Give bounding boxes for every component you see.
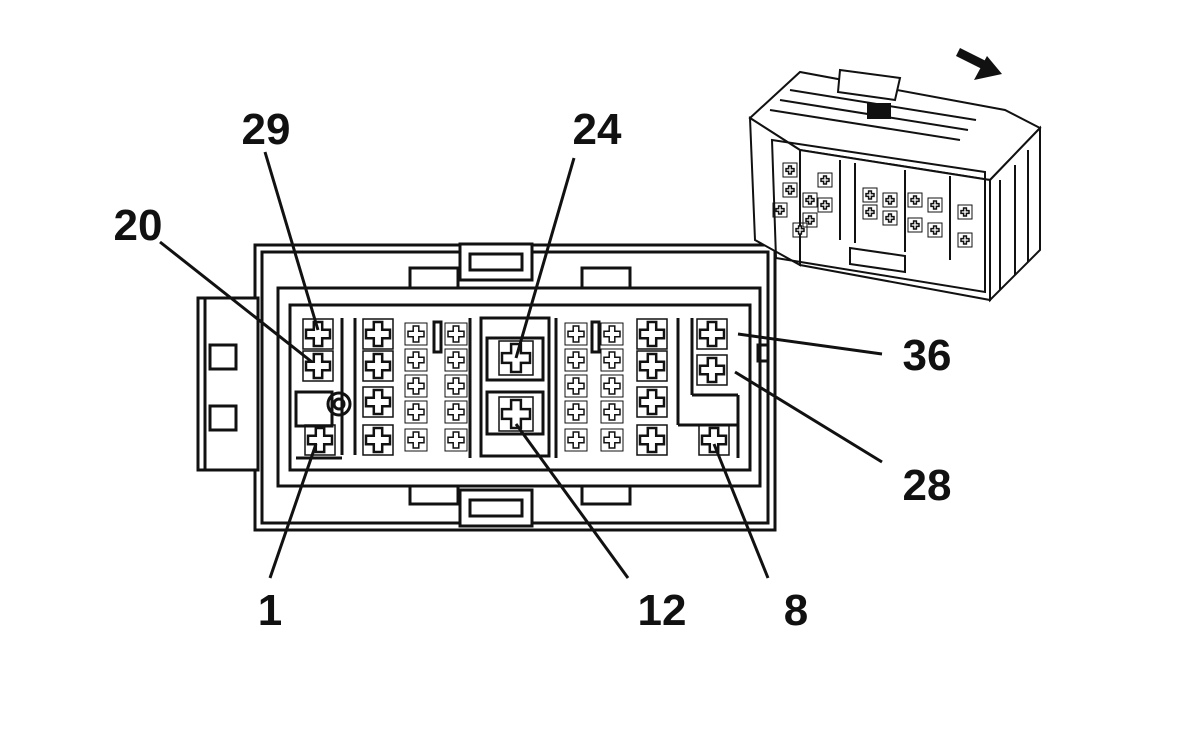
inset-pin-cavity <box>882 192 898 208</box>
pin-cavity <box>444 322 468 346</box>
inset-pin-cavity <box>782 162 798 178</box>
pin-cavity <box>362 424 394 456</box>
inset-pin-cavity <box>862 187 878 203</box>
inset-pin-cavity <box>957 232 973 248</box>
inset-pin-cavity <box>862 204 878 220</box>
inset-pin-cavity <box>927 197 943 213</box>
pin-cavity <box>362 318 394 350</box>
pin-cavity <box>404 400 428 424</box>
pin-cavity <box>600 348 624 372</box>
pin-cavity <box>444 428 468 452</box>
pin-cavity <box>600 400 624 424</box>
pin-cavity <box>600 428 624 452</box>
inset-pin-cavity <box>882 210 898 226</box>
pin-cavity <box>302 318 334 350</box>
pin-cavity <box>636 350 668 382</box>
inset-pin-cavity <box>817 172 833 188</box>
pin-label-20: 20 <box>114 201 163 250</box>
pin-cavity <box>362 350 394 382</box>
pin-cavity <box>404 322 428 346</box>
inset-pin-cavity <box>817 197 833 213</box>
pin-cavity <box>444 400 468 424</box>
pin-cavity <box>636 318 668 350</box>
pin-cavity <box>404 348 428 372</box>
pin-cavity <box>696 354 728 386</box>
pin-cavity <box>498 396 534 432</box>
pin-cavity <box>362 386 394 418</box>
inset-pin-cavity <box>907 217 923 233</box>
inset-pin-cavity <box>957 204 973 220</box>
arrow-icon <box>955 47 1002 80</box>
pin-label-28: 28 <box>903 461 952 510</box>
pin-cavity <box>564 374 588 398</box>
pin-cavity <box>564 348 588 372</box>
inset-pin-cavity <box>927 222 943 238</box>
pin-cavity <box>636 424 668 456</box>
pin-cavity <box>600 322 624 346</box>
pin-label-36: 36 <box>903 331 952 380</box>
pin-label-1: 1 <box>258 586 282 635</box>
pin-cavity <box>404 374 428 398</box>
pin-cavity <box>696 318 728 350</box>
inset-pin-cavity <box>792 222 808 238</box>
inset-pin-cavity <box>782 182 798 198</box>
pin-cavity <box>636 386 668 418</box>
pin-cavity <box>564 428 588 452</box>
pin-cavities <box>302 318 730 456</box>
connector-isometric-inset <box>748 68 1042 303</box>
pin-cavity <box>444 348 468 372</box>
pin-label-12: 12 <box>638 586 687 635</box>
inset-pin-cavities <box>772 162 973 248</box>
pin-cavity <box>302 350 334 382</box>
pin-cavity <box>304 424 336 456</box>
callout-labels: 29 20 24 36 28 1 12 8 <box>114 105 952 635</box>
pin-cavity <box>444 374 468 398</box>
pin-cavity <box>564 322 588 346</box>
leader-lines <box>159 151 883 579</box>
inset-pin-cavity <box>907 192 923 208</box>
pin-cavity <box>404 428 428 452</box>
connector-housing <box>196 242 777 532</box>
inset-pin-cavity <box>802 192 818 208</box>
inset-pin-cavity <box>802 212 818 228</box>
pin-cavity <box>564 400 588 424</box>
pin-label-8: 8 <box>784 586 808 635</box>
inset-pin-cavity <box>772 202 788 218</box>
pin-label-29: 29 <box>242 105 291 154</box>
pin-cavity <box>600 374 624 398</box>
pin-label-24: 24 <box>573 105 622 154</box>
